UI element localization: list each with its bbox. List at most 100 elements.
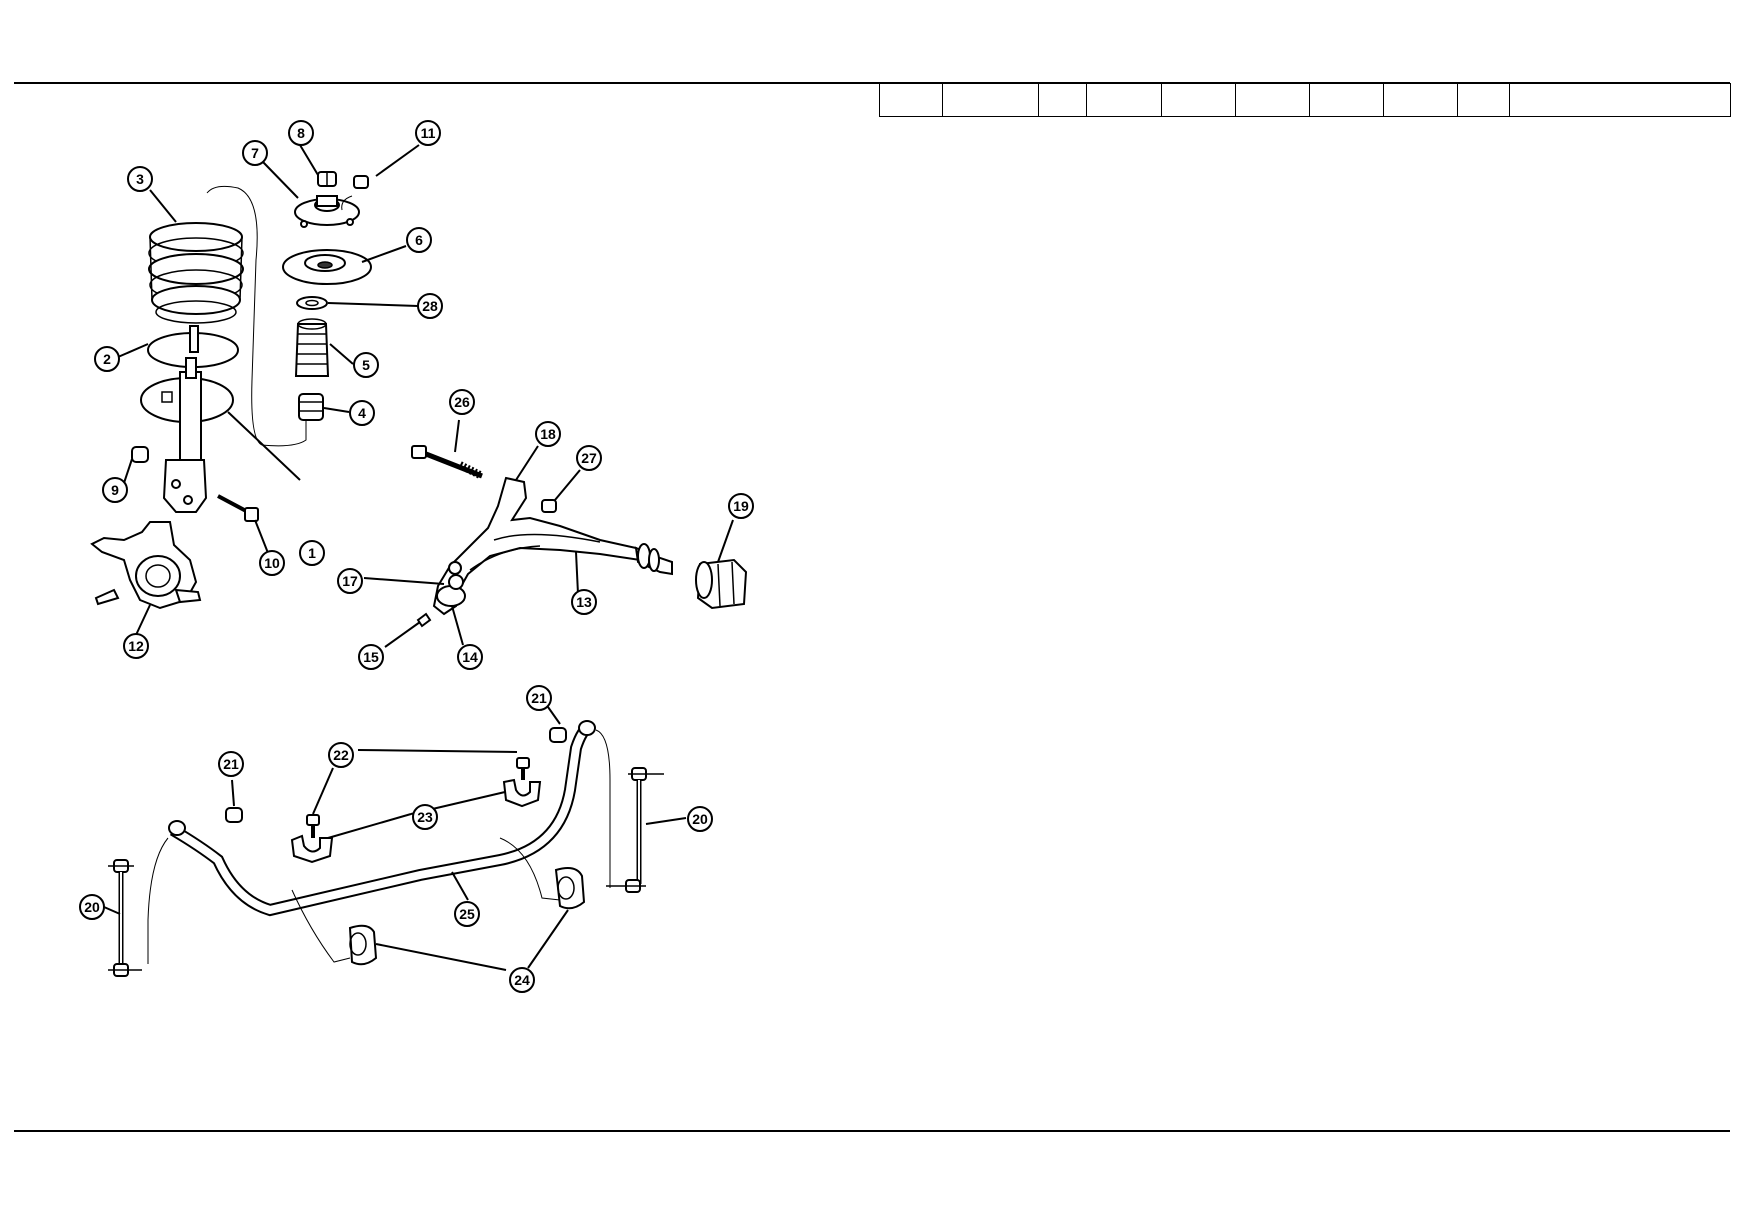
- bar-bushing: [348, 867, 586, 966]
- svg-text:20: 20: [84, 899, 100, 915]
- callout-18: 18: [535, 421, 561, 447]
- assembly-line: [206, 185, 307, 447]
- svg-text:27: 27: [581, 450, 597, 466]
- svg-text:2: 2: [103, 351, 111, 367]
- svg-text:6: 6: [415, 232, 423, 248]
- washer: [296, 296, 328, 310]
- svg-text:11: 11: [421, 125, 436, 141]
- svg-text:13: 13: [576, 594, 592, 610]
- bottom-rule: [14, 1130, 1730, 1132]
- callout-13: 13: [571, 589, 597, 615]
- jounce-bumper: [298, 393, 324, 421]
- assembly-line: [499, 837, 561, 901]
- callout-14: 14: [457, 644, 483, 670]
- callout-11: 11: [415, 120, 441, 146]
- callout-27: 27: [576, 445, 602, 471]
- table-cell: [1509, 83, 1731, 117]
- leader-lines: [103, 144, 734, 971]
- svg-text:7: 7: [251, 145, 259, 161]
- callout-9: 9: [102, 477, 128, 503]
- callout-6: 6: [406, 227, 432, 253]
- grease-fitting: [416, 612, 432, 628]
- svg-text:12: 12: [128, 638, 144, 654]
- assembly-line: [595, 729, 611, 888]
- strut-bolt: [217, 494, 259, 522]
- svg-text:15: 15: [363, 649, 379, 665]
- ball-joint: [436, 561, 466, 607]
- table-cell: [1383, 83, 1458, 117]
- callout-2: 2: [94, 346, 120, 372]
- assembly-line: [147, 837, 169, 964]
- table-cell: [1457, 83, 1510, 117]
- callout-4: 4: [349, 400, 375, 426]
- callout-28: 28: [417, 293, 443, 319]
- callout-22: 22: [328, 742, 354, 768]
- mount-nut: [341, 175, 369, 211]
- svg-text:25: 25: [459, 906, 475, 922]
- svg-text:4: 4: [358, 405, 366, 421]
- steering-knuckle: [90, 521, 202, 610]
- link-nut: [225, 807, 243, 823]
- strut-body: [140, 357, 234, 513]
- rear-bushing: [695, 558, 748, 610]
- svg-text:9: 9: [111, 482, 119, 498]
- callout-23: 23: [412, 804, 438, 830]
- svg-text:28: 28: [422, 298, 438, 314]
- callout-15: 15: [358, 644, 384, 670]
- svg-text:14: 14: [462, 649, 478, 665]
- svg-text:1: 1: [308, 545, 316, 561]
- svg-text:8: 8: [297, 125, 305, 141]
- top-rule: [14, 82, 1730, 84]
- table-cell: [1161, 83, 1236, 117]
- callout-12: 12: [123, 633, 149, 659]
- callout-17: 17: [337, 568, 363, 594]
- svg-text:18: 18: [540, 426, 556, 442]
- callout-25: 25: [454, 901, 480, 927]
- svg-text:23: 23: [417, 809, 433, 825]
- bracket-bolt: [306, 757, 530, 838]
- bar-bracket: [290, 778, 542, 864]
- arm-bolt: [411, 445, 483, 479]
- svg-text:19: 19: [733, 498, 749, 514]
- callout-20-left: 20: [79, 894, 105, 920]
- svg-text:10: 10: [264, 555, 280, 571]
- callouts: 1 2 3 4 5 6 7 8 9 10 11 12 13 14 15 17 1…: [79, 120, 754, 993]
- callout-10: 10: [259, 550, 285, 576]
- callout-19: 19: [728, 493, 754, 519]
- svg-text:3: 3: [136, 171, 144, 187]
- top-nut: [317, 171, 337, 187]
- callout-21-left: 21: [218, 751, 244, 777]
- svg-text:17: 17: [342, 573, 358, 589]
- callout-24: 24: [509, 967, 535, 993]
- assembly-line: [291, 889, 351, 963]
- stabilizer-bar-assembly: [108, 720, 664, 977]
- svg-text:5: 5: [362, 357, 370, 373]
- strut-nut: [131, 446, 149, 463]
- coil-spring: [148, 222, 244, 324]
- callout-7: 7: [242, 140, 268, 166]
- callout-20-right: 20: [687, 806, 713, 832]
- lower-control-arm: [411, 445, 748, 628]
- dust-boot: [294, 318, 330, 377]
- link-nut: [549, 727, 567, 743]
- stabilizer-link-left: [108, 859, 142, 977]
- svg-text:20: 20: [692, 811, 708, 827]
- upper-seat: [282, 249, 372, 285]
- table-cell: [1038, 83, 1087, 117]
- callout-1: 1: [299, 540, 325, 566]
- strut-mount: [294, 195, 360, 228]
- table-cell: [1086, 83, 1162, 117]
- svg-text:21: 21: [223, 756, 239, 772]
- table-cell: [1309, 83, 1384, 117]
- table-row: [879, 83, 1731, 117]
- stabilizer-link-right: [606, 767, 664, 893]
- callout-3: 3: [127, 166, 153, 192]
- strut-assembly: [90, 171, 372, 610]
- svg-text:26: 26: [454, 394, 470, 410]
- svg-text:21: 21: [531, 690, 547, 706]
- callout-5: 5: [353, 352, 379, 378]
- svg-text:24: 24: [514, 972, 530, 988]
- callout-8: 8: [288, 120, 314, 146]
